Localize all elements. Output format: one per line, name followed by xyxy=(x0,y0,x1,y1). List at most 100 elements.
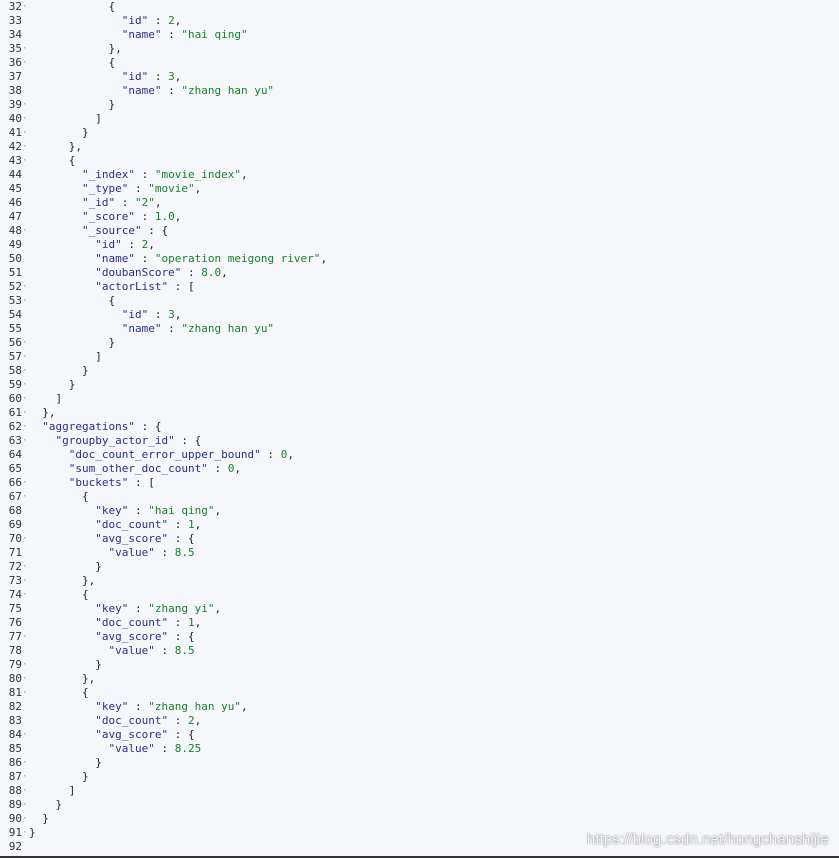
fold-toggle-icon[interactable]: · xyxy=(22,128,28,138)
fold-toggle-icon[interactable]: · xyxy=(22,44,28,54)
code-text: } xyxy=(29,826,36,839)
line-number: 68 xyxy=(8,504,22,517)
code-line: 85 "value" : 8.25 xyxy=(0,742,839,756)
code-text: "name" : "zhang han yu" xyxy=(121,84,275,97)
line-number: 40 xyxy=(8,112,22,125)
fold-toggle-icon[interactable]: · xyxy=(22,436,28,446)
fold-toggle-icon[interactable]: · xyxy=(22,380,28,390)
fold-toggle-icon[interactable]: · xyxy=(22,2,28,12)
code-text: { xyxy=(29,294,116,307)
line-number: 81 xyxy=(8,686,22,699)
fold-toggle-icon[interactable]: · xyxy=(22,282,28,292)
line-number: 39 xyxy=(8,98,22,111)
code-line: 86· } xyxy=(0,756,839,770)
code-line: 52· "actorList" : [ xyxy=(0,280,839,294)
fold-toggle-icon[interactable]: · xyxy=(22,814,28,824)
code-text: "avg_score" : { xyxy=(95,630,195,643)
line-number: 69 xyxy=(8,518,22,531)
fold-toggle-icon[interactable]: · xyxy=(22,492,28,502)
fold-toggle-icon[interactable]: · xyxy=(22,226,28,236)
code-text: }, xyxy=(29,672,96,685)
code-text: } xyxy=(29,364,89,377)
code-line: 83 "doc_count" : 2, xyxy=(0,714,839,728)
line-number: 85 xyxy=(8,742,22,755)
code-text: "doc_count" : 1, xyxy=(95,518,202,531)
fold-toggle-icon[interactable]: · xyxy=(22,156,28,166)
fold-toggle-icon[interactable]: · xyxy=(22,772,28,782)
code-text: { xyxy=(29,0,116,13)
fold-toggle-icon[interactable]: · xyxy=(22,296,28,306)
fold-toggle-icon[interactable]: · xyxy=(22,576,28,586)
code-text: "doc_count" : 2, xyxy=(95,714,202,727)
code-line: 69 "doc_count" : 1, xyxy=(0,518,839,532)
fold-toggle-icon[interactable]: · xyxy=(22,660,28,670)
code-line: 37 "id" : 3, xyxy=(0,70,839,84)
fold-toggle-icon[interactable]: · xyxy=(22,352,28,362)
code-line: 77· "avg_score" : { xyxy=(0,630,839,644)
line-number: 88 xyxy=(8,784,22,797)
fold-toggle-icon[interactable]: · xyxy=(22,114,28,124)
line-number: 33 xyxy=(8,14,22,27)
fold-toggle-icon[interactable]: · xyxy=(22,674,28,684)
fold-toggle-icon[interactable]: · xyxy=(22,534,28,544)
code-text: "key" : "hai qing", xyxy=(95,504,222,517)
code-text: { xyxy=(29,490,89,503)
fold-toggle-icon[interactable]: · xyxy=(22,800,28,810)
fold-toggle-icon[interactable]: · xyxy=(22,478,28,488)
code-text: } xyxy=(29,812,49,825)
code-line: 63· "groupby_actor_id" : { xyxy=(0,434,839,448)
fold-toggle-icon[interactable]: · xyxy=(22,730,28,740)
line-number: 54 xyxy=(8,308,22,321)
fold-toggle-icon[interactable]: · xyxy=(22,562,28,572)
fold-toggle-icon[interactable]: · xyxy=(22,688,28,698)
code-line: 48· "_source" : { xyxy=(0,224,839,238)
code-line: 91·} xyxy=(0,826,839,840)
line-number: 82 xyxy=(8,700,22,713)
fold-toggle-icon[interactable]: · xyxy=(22,828,28,838)
line-number: 48 xyxy=(8,224,22,237)
line-number: 72 xyxy=(8,560,22,573)
code-line: 46 "_id" : "2", xyxy=(0,196,839,210)
fold-toggle-icon[interactable]: · xyxy=(22,366,28,376)
line-number: 70 xyxy=(8,532,22,545)
code-line: 51 "doubanScore" : 8.0, xyxy=(0,266,839,280)
code-text: ] xyxy=(29,112,102,125)
line-number: 34 xyxy=(8,28,22,41)
code-line: 71 "value" : 8.5 xyxy=(0,546,839,560)
code-text: "doc_count" : 1, xyxy=(95,616,202,629)
line-number: 38 xyxy=(8,84,22,97)
code-text: } xyxy=(29,798,63,811)
line-number: 59 xyxy=(8,378,22,391)
fold-toggle-icon[interactable]: · xyxy=(22,422,28,432)
fold-toggle-icon[interactable]: · xyxy=(22,590,28,600)
fold-toggle-icon[interactable]: · xyxy=(22,142,28,152)
code-line: 47 "_score" : 1.0, xyxy=(0,210,839,224)
code-text xyxy=(27,840,29,854)
code-line: 75 "key" : "zhang yi", xyxy=(0,602,839,616)
code-text: }, xyxy=(29,42,122,55)
code-line: 92 xyxy=(0,840,839,854)
code-line: 74· { xyxy=(0,588,839,602)
fold-toggle-icon[interactable]: · xyxy=(22,58,28,68)
code-line: 58· } xyxy=(0,364,839,378)
fold-toggle-icon[interactable]: · xyxy=(22,100,28,110)
fold-toggle-icon[interactable]: · xyxy=(22,758,28,768)
code-text: "sum_other_doc_count" : 0, xyxy=(68,462,241,475)
code-line: 41· } xyxy=(0,126,839,140)
fold-toggle-icon[interactable]: · xyxy=(22,632,28,642)
code-line: 67· { xyxy=(0,490,839,504)
fold-toggle-icon[interactable]: · xyxy=(22,786,28,796)
fold-toggle-icon[interactable]: · xyxy=(22,408,28,418)
line-number: 49 xyxy=(8,238,22,251)
line-number: 42 xyxy=(8,140,22,153)
code-text: "_type" : "movie", xyxy=(81,182,202,195)
fold-toggle-icon[interactable]: · xyxy=(22,338,28,348)
line-number: 36 xyxy=(8,56,22,69)
line-number: 89 xyxy=(8,798,22,811)
code-text: { xyxy=(29,154,76,167)
line-number: 92 xyxy=(8,840,22,853)
line-number: 52 xyxy=(8,280,22,293)
code-text: "groupby_actor_id" : { xyxy=(55,434,202,447)
fold-toggle-icon[interactable]: · xyxy=(22,394,28,404)
